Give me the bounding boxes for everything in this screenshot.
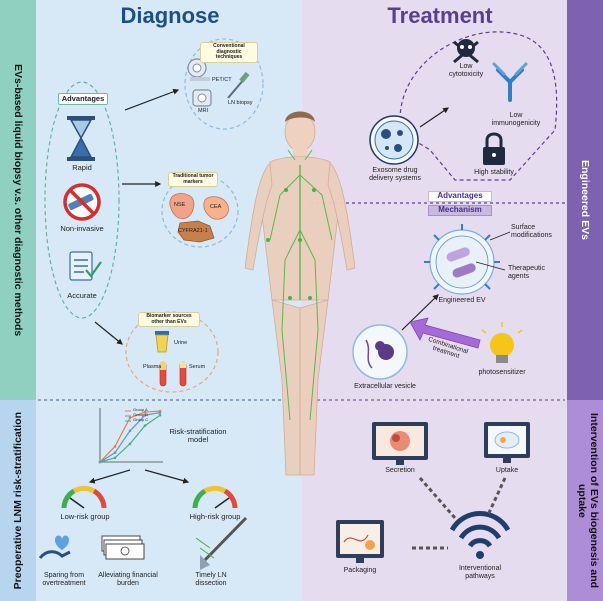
pathways-label: Interventional pathways [458, 565, 502, 580]
secretion-monitor-icon [372, 422, 428, 465]
low-risk-label: Low-risk group [60, 512, 110, 521]
mri-icon [192, 89, 212, 107]
risk-series-point [113, 451, 117, 454]
risk-chart-lines [98, 409, 162, 464]
lightbulb-icon [481, 322, 523, 363]
left-bottom-bar: Preoperative LNM risk-stratification [0, 400, 36, 601]
treatment-panel [302, 0, 603, 601]
document-check-icon [69, 251, 102, 281]
conventional-ln-biopsy: LN biopsy [228, 100, 253, 106]
uptake-monitor-icon [484, 422, 530, 463]
risk-series-point [113, 456, 117, 460]
exosome-label: Exosome drug delivery systems [369, 167, 421, 182]
outcome-financial: Alleviating financial burden [98, 572, 158, 587]
human-figure [244, 111, 356, 476]
left-top-label: EVs-based liquid biopsy v.s. other diagn… [12, 63, 24, 337]
advantage-noninvasive: Non-invasive [60, 224, 104, 233]
advantage-accurate: Accurate [67, 291, 97, 300]
urine-cup-icon [155, 331, 169, 353]
hourglass-icon [67, 116, 95, 161]
marker-cyfra: CYFRA21-1 [178, 228, 208, 234]
secretion-label: Secretion [385, 467, 415, 474]
extracellular-vesicle-icon [352, 324, 408, 380]
risk-model-label: Risk-stratification model [169, 427, 227, 445]
treat-low-cytotoxicity: Low cytotoxicity [448, 63, 484, 78]
cea-organ-icon [203, 196, 229, 220]
ev-label: Extracellular vesicle [354, 383, 416, 390]
left-top-bar: EVs-based liquid biopsy v.s. other diagn… [0, 0, 36, 400]
conventional-title: Conventional diagnostic techniques [200, 42, 258, 63]
right-bottom-label: Intervention of EVs biogenesis and uptak… [575, 412, 600, 589]
engineered-ev-icon [424, 224, 500, 295]
risk-series-point [98, 460, 102, 464]
biomarker-plasma: Plasma [143, 364, 162, 370]
packaging-label: Packaging [343, 567, 377, 574]
risk-series-point [113, 445, 117, 448]
risk-series-point [128, 416, 132, 420]
antibody-icon [492, 62, 528, 102]
risk-series-line [99, 412, 161, 463]
conventional-mri: MRI [198, 108, 209, 114]
no-needle-icon [63, 183, 101, 221]
risk-series-point [158, 411, 162, 414]
diagnose-header: Diagnose [120, 3, 220, 28]
right-bottom-bar: Intervention of EVs biogenesis and uptak… [567, 400, 603, 601]
money-stack-icon [101, 535, 145, 560]
combinational-arrow-icon [409, 317, 481, 349]
nse-organ-icon [169, 193, 195, 220]
risk-legend-b: Group B [133, 412, 148, 417]
packaging-monitor-icon [336, 520, 384, 563]
risk-series-point [128, 442, 132, 446]
outcome-timely: Timely LN dissection [195, 572, 227, 587]
biopsy-needle-icon [227, 71, 250, 99]
risk-chart-legend [125, 410, 131, 422]
risk-series-point [143, 413, 147, 417]
treatment-header: Treatment [387, 3, 493, 28]
treat-low-immunogenicity: Low immunogenicity [491, 112, 541, 127]
advantages-banner: Advantages [58, 93, 108, 106]
pet-ct-icon [187, 58, 210, 81]
marker-nse: NSE [174, 202, 186, 208]
risk-series-line [99, 414, 161, 463]
skull-icon [453, 39, 479, 64]
scalpel-icon [195, 516, 248, 570]
therapeutic-label: Therapeutic agents [508, 265, 545, 280]
high-risk-gauge-icon [192, 485, 238, 509]
low-risk-gauge-icon [61, 485, 107, 509]
advantages-tag: Advantages [428, 191, 492, 202]
advantage-rapid: Rapid [72, 163, 92, 172]
outcome-sparing: Sparing from overtreatment [42, 572, 86, 587]
risk-series-point [158, 413, 162, 417]
treat-high-stability: High stability [474, 169, 514, 176]
high-risk-label: High-risk group [189, 512, 241, 521]
photosensitizer-label: photosensitizer [478, 369, 526, 376]
conventional-petct: PET/CT [212, 77, 232, 83]
risk-series-point [128, 429, 132, 433]
plasma-tube-icon [159, 361, 167, 387]
right-top-label: Engineered EVs [579, 160, 591, 240]
serum-tube-icon [179, 361, 187, 387]
risk-legend-a: Group A [133, 407, 148, 412]
hands-heart-icon [38, 535, 71, 560]
risk-series-point [143, 424, 147, 427]
exosome-icon [369, 115, 419, 165]
right-top-bar: Engineered EVs [567, 0, 603, 400]
lock-icon [483, 132, 505, 165]
biomarker-urine: Urine [174, 340, 188, 346]
mechanism-tag: Mechanism [428, 205, 492, 216]
marker-cea: CEA [210, 204, 222, 210]
uptake-label: Uptake [495, 467, 519, 474]
biomarker-title: Biomarker sources other than EVs [138, 312, 200, 327]
surface-label: Surface modifications [511, 224, 552, 239]
risk-series-point [143, 410, 147, 414]
traditional-title: Traditional tumor markers [168, 172, 218, 187]
engineered-ev-label: Engineered EV [438, 297, 486, 304]
biomarker-serum: Serum [189, 364, 206, 370]
risk-legend-c: Group C [133, 417, 149, 422]
cyfra-organ-icon [177, 220, 215, 243]
wifi-icon [449, 511, 511, 559]
